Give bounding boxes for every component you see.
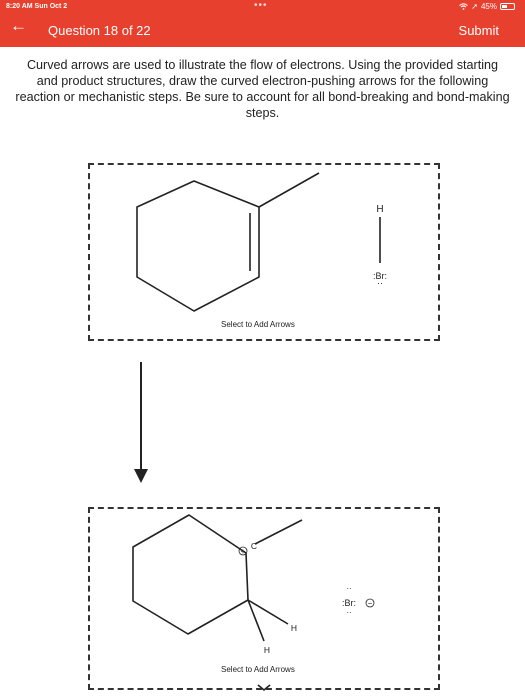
product-arrow-canvas[interactable]: + C H H ·· :Br: ·· − Select to Add Arrow… (88, 507, 442, 692)
bromide-label: :Br: (342, 598, 356, 608)
br-lone-pair-top: ·· (346, 584, 351, 593)
multitask-dots[interactable]: ••• (254, 0, 268, 11)
minus-charge-circle (365, 598, 375, 608)
h-atom-label: H (376, 204, 383, 215)
c-h-bond-right (247, 599, 289, 625)
location-icon: ➚ (471, 2, 478, 11)
top-bar: 8:20 AM Sun Oct 2 ••• ➚ 45% ← Question 1… (0, 0, 525, 47)
question-counter: Question 18 of 22 (48, 23, 151, 38)
select-to-add-arrows-1[interactable]: Select to Add Arrows (221, 320, 295, 329)
reactant-structure: H :Br: ·· (136, 172, 387, 312)
methyl-bond (258, 172, 320, 208)
br-lone-pair-dots: ·· (377, 278, 383, 288)
wifi-icon (459, 3, 469, 10)
minus-charge: − (368, 599, 373, 608)
br-lone-pair-bottom: ·· (346, 608, 351, 617)
status-time: 8:20 AM Sun Oct 2 (6, 3, 68, 10)
chevron-down-icon[interactable] (90, 509, 442, 692)
reactant-arrow-canvas[interactable]: H :Br: ·· Select to Add Arrows (88, 163, 440, 341)
plus-charge: + (241, 547, 246, 556)
c-h-bond-down (247, 599, 265, 642)
status-right: ➚ 45% (459, 2, 515, 11)
br-atom-label: :Br: (373, 271, 387, 281)
battery-percent: 45% (480, 2, 497, 11)
select-to-add-arrows-2[interactable]: Select to Add Arrows (221, 665, 295, 674)
plus-charge-circle (238, 546, 248, 556)
h-label-bottom: H (264, 645, 270, 655)
question-prompt: Curved arrows are used to illustrate the… (15, 58, 510, 120)
carbocation-label: C (251, 541, 257, 551)
submit-button[interactable]: Submit (458, 23, 499, 38)
battery-icon (500, 3, 515, 10)
h-label-right: H (291, 623, 297, 633)
product-structure: + C H H ·· :Br: ·· − (132, 514, 375, 655)
methyl-bond (254, 519, 303, 545)
arrow-left-icon[interactable]: ← (10, 16, 27, 35)
